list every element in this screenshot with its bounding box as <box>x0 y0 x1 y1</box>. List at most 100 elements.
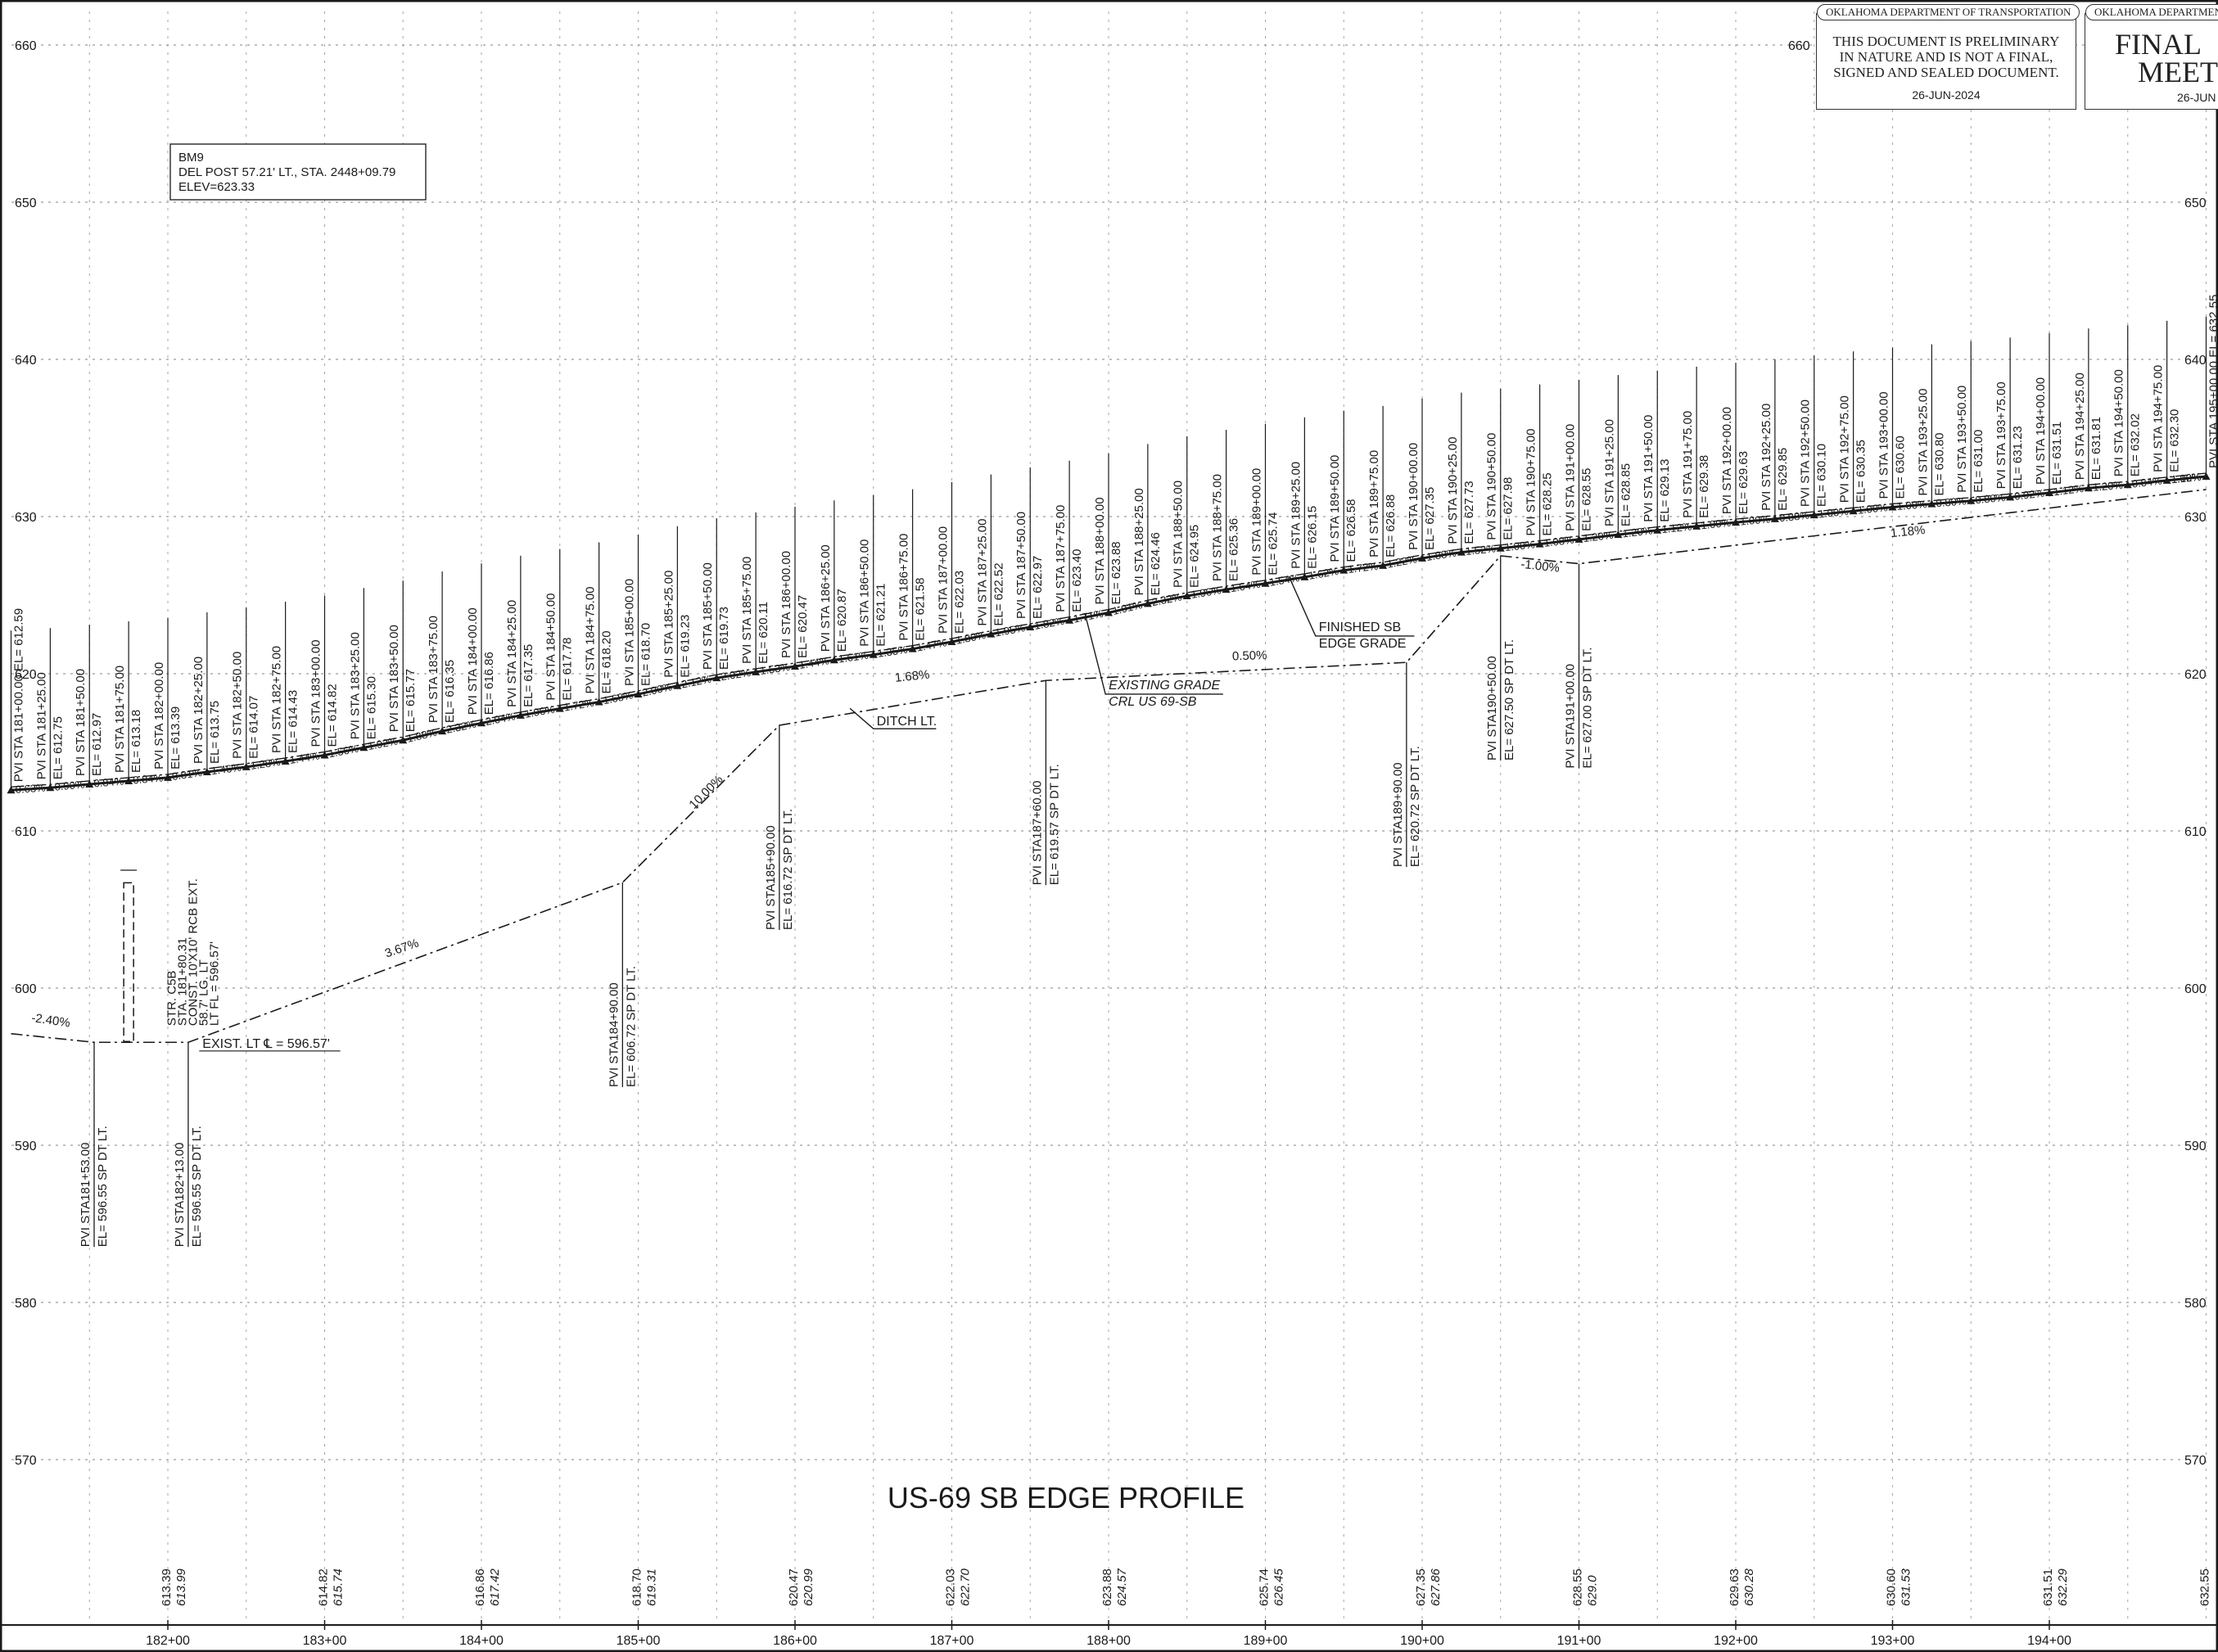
pvi-station-label: PVI STA 192+00.00 <box>1720 407 1734 514</box>
pvi-station-label: PVI STA 181+75.00 <box>113 666 127 773</box>
pvi-elevation-label: EL= 615.77 <box>404 669 418 732</box>
pvi-station-label: PVI STA 190+50.00 <box>1485 433 1499 540</box>
pvi-elevation-label: EL= 619.23 <box>678 615 692 678</box>
grade-percent-label: 0.90% <box>54 778 85 792</box>
pvi-marker <box>281 756 290 765</box>
preliminary-line-2: IN NATURE AND IS NOT A FINAL, <box>1839 49 2053 65</box>
pvi-station-label: PVI STA 185+50.00 <box>701 562 715 670</box>
ditch-pvi-elevation: EL= 596.55 SP DT LT. <box>190 1126 204 1247</box>
preliminary-notice: OKLAHOMA DEPARTMENT OF TRANSPORTATION TH… <box>1816 4 2080 110</box>
bottom-elev-finished: 620.47 <box>787 1568 801 1606</box>
pvi-marker <box>1732 518 1740 526</box>
pvi-marker <box>1104 608 1113 616</box>
pvi-station-label: PVI STA 193+00.00 <box>1877 391 1891 499</box>
grade-percent-label: 1.56% <box>328 742 359 760</box>
elevation-label-left: 580 <box>15 1297 37 1311</box>
pvi-marker <box>2084 484 2093 492</box>
pvi-marker <box>399 736 408 744</box>
grade-percent-label: 1.22% <box>1386 553 1418 571</box>
pvi-marker <box>1496 544 1505 552</box>
pvi-station-label: PVI STA 188+75.00 <box>1211 474 1225 581</box>
ditch-lt-line <box>11 489 2207 1044</box>
grade-percent-label: 1.80% <box>955 629 987 647</box>
pvi-elevation-label: EL= 619.73 <box>717 607 731 670</box>
bottom-elev-existing: 630.28 <box>1742 1568 1756 1606</box>
pvi-elevation-label: EL= 620.47 <box>796 595 810 658</box>
pvi-marker <box>7 786 16 794</box>
pvi-marker <box>477 719 486 727</box>
existing-callout-leader <box>1084 613 1223 695</box>
pvi-station-label: PVI STA 182+50.00 <box>231 652 245 759</box>
pvi-elevation-label: EL= 626.58 <box>1344 499 1358 562</box>
pvi-marker <box>1457 548 1466 556</box>
pvi-marker <box>1927 499 1936 508</box>
finished-callout-line-1: FINISHED SB <box>1319 621 1401 634</box>
ditch-grade-label: -2.40% <box>30 1011 70 1030</box>
pvi-station-label: PVI STA 190+75.00 <box>1525 429 1538 536</box>
pvi-station-label: PVI STA 184+50.00 <box>544 594 558 701</box>
elevation-label-left: 620 <box>15 668 37 682</box>
pvi-elevation-label: EL= 623.88 <box>1109 541 1123 604</box>
grade-percent-label: 1.00% <box>1740 512 1771 527</box>
station-label: 190+00 <box>1400 1634 1444 1648</box>
station-label: 194+00 <box>2027 1634 2071 1648</box>
ditch-callout: DITCH LT. <box>877 715 937 729</box>
pvi-station-label: PVI STA 183+25.00 <box>348 632 362 739</box>
pvi-station-label: PVI STA 191+00.00 <box>1564 424 1578 531</box>
grade-percent-label: 1.44% <box>798 654 830 671</box>
grade-percent-label: 1.61% <box>838 649 870 666</box>
structure-note: 58.7' LG. LT <box>197 959 211 1026</box>
pvi-marker <box>947 638 956 646</box>
grade-percent-label: 1.28% <box>250 756 282 772</box>
grade-percent-label: 1.12% <box>2171 471 2202 486</box>
elevation-label-660-right: 660 <box>1788 39 1810 53</box>
bottom-elev-finished: 628.55 <box>1571 1568 1585 1606</box>
elevation-label-left: 650 <box>15 196 37 210</box>
exist-lt-callout: EXIST. LT ℄ = 596.57' <box>202 1037 329 1051</box>
pvi-station-label: PVI STA 187+25.00 <box>975 519 989 626</box>
pvi-marker <box>1339 566 1348 574</box>
grade-percent-label: 1.47% <box>915 636 947 653</box>
pvi-station-label: PVI STA 194+25.00 <box>2073 372 2087 480</box>
grade-percent-label: 2.32% <box>1150 590 1182 608</box>
structure-note: STA. 181+80.31 <box>176 937 190 1026</box>
pvi-elevation-label: EL= 625.74 <box>1267 512 1281 575</box>
station-label: 184+00 <box>459 1634 504 1648</box>
pvi-marker <box>124 776 133 784</box>
pvi-station-label: PVI STA 188+00.00 <box>1093 497 1107 604</box>
pvi-elevation-label: EL= 621.21 <box>874 584 888 647</box>
pvi-elevation-label: EL= 622.97 <box>1031 556 1045 619</box>
pvi-elevation-label: EL= 618.70 <box>639 623 653 686</box>
station-label: 183+00 <box>303 1634 347 1648</box>
bottom-elev-finished: 613.31 <box>0 1568 4 1606</box>
pvi-elevation-label: EL= 630.10 <box>1815 444 1829 507</box>
grade-percent-label: 1.62% <box>1308 565 1339 582</box>
pvi-elevation-label: EL= 620.87 <box>835 589 849 652</box>
bottom-elev-finished: 623.88 <box>1100 1568 1114 1606</box>
pvi-elevation-label: EL= 612.75 <box>51 716 65 779</box>
elevation-label-right: 650 <box>2184 196 2207 210</box>
pvi-elevation-label: EL= 616.35 <box>443 660 457 723</box>
ditch-pvi-elevation: EL= 620.72 SP DT LT. <box>1408 746 1422 867</box>
ditch-callout-leader <box>849 707 937 729</box>
station-label: 189+00 <box>1244 1634 1288 1648</box>
pvi-marker <box>1967 496 1976 504</box>
grade-percent-label: 1.71% <box>1073 607 1104 625</box>
pvi-station-label: PVI STA 184+25.00 <box>505 600 519 707</box>
pvi-station-label: PVI STA 189+75.00 <box>1367 450 1381 557</box>
pvi-elevation-label: EL= 630.60 <box>1894 436 1908 499</box>
pvi-elevation-label: EL= 620.11 <box>757 602 770 664</box>
pvi-station-label: PVI STA 184+75.00 <box>584 586 598 693</box>
ditch-pvi-station: PVI STA182+13.00 <box>173 1143 187 1248</box>
pvi-marker <box>1379 561 1388 569</box>
pvi-elevation-label: EL= 616.86 <box>482 652 496 715</box>
grade-percent-label: 1.92% <box>367 734 399 752</box>
pvi-elevation-label: EL= 624.95 <box>1188 525 1202 588</box>
pvi-elevation-label: EL= 632.02 <box>2129 413 2143 476</box>
pvi-elevation-label: EL= 613.39 <box>169 706 183 770</box>
ditch-pvi-station: PVI STA181+53.00 <box>79 1143 93 1248</box>
existing-callout-line-2: CRL US 69-SB <box>1109 695 1197 709</box>
pvi-station-label: PVI STA 181+50.00 <box>74 669 88 776</box>
grade-percent-label: 2.12% <box>680 673 713 691</box>
ditch-pvi-station: PVI STA191+00.00 <box>1564 664 1578 769</box>
